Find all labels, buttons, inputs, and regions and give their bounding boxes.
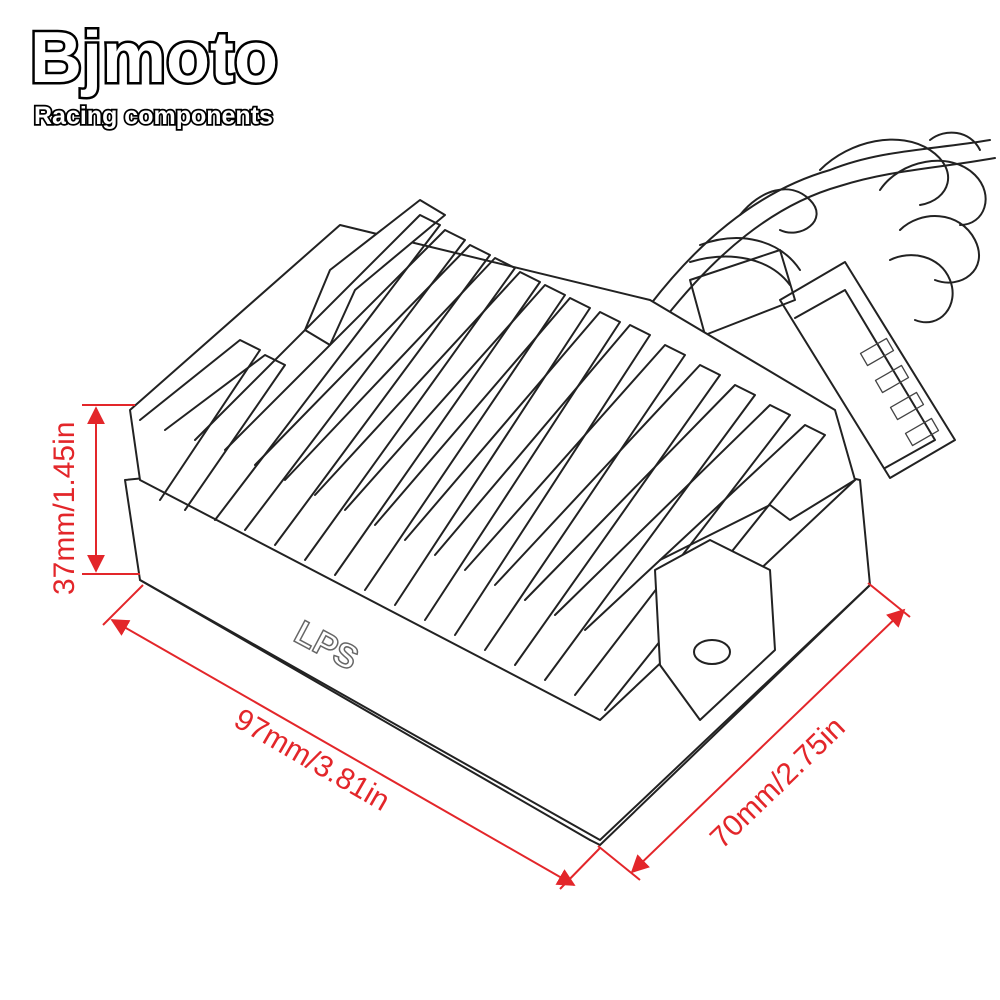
cooling-fins xyxy=(139,214,826,711)
wire-harness xyxy=(649,131,996,324)
length-label: 97mm/3.81in xyxy=(229,702,396,817)
regulator-body xyxy=(124,199,871,846)
height-label: 37mm/1.45in xyxy=(48,422,81,595)
connector-plug xyxy=(689,249,956,479)
brand-name: Bjmoto xyxy=(30,18,278,98)
brand-tagline: Racing components xyxy=(34,102,273,130)
height-dimension: 37mm/1.45in xyxy=(48,404,140,595)
brand-logo: Bjmoto Racing components xyxy=(28,16,281,132)
